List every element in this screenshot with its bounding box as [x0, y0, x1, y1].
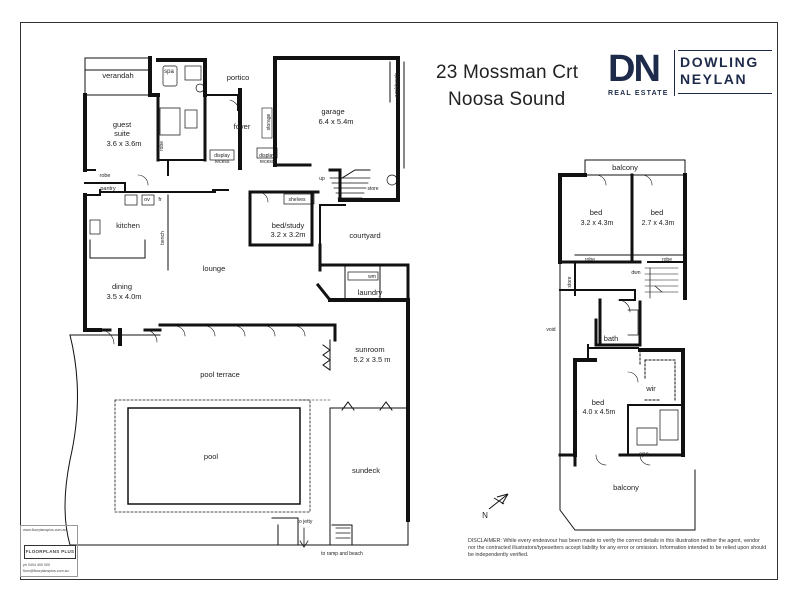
label-guest-size: 3.6 x 3.6m: [106, 139, 141, 148]
north-compass: [488, 493, 509, 510]
label-bed1: bed: [590, 208, 603, 217]
label-lounge: lounge: [203, 264, 226, 273]
dn-logo: DN REAL ESTATE: [608, 48, 670, 97]
brand-rule-bottom: [678, 93, 772, 94]
footer-email: floor@floorplansplus.com.au: [23, 569, 69, 573]
label-pantry: pantry: [100, 186, 116, 192]
address-street: 23 Mossman Crt: [436, 62, 579, 83]
footer-brand-name: FLOORPLANS PLUS: [24, 545, 76, 559]
label-bedstudy-size: 3.2 x 3.2m: [270, 230, 305, 239]
label-display-recess-1: display: [214, 153, 230, 159]
floorplans-plus-logo: www.floorplansplus.com.au FLOORPLANS PLU…: [20, 525, 78, 577]
footer-website: www.floorplansplus.com.au: [23, 528, 67, 532]
label-to-jetty: to jetty: [298, 519, 313, 525]
label-display-recess-2: display: [259, 153, 275, 159]
label-bench: bench: [160, 231, 166, 245]
label-foyer: foyer: [234, 122, 251, 131]
label-dwn: dwn: [631, 270, 640, 276]
label-guest: guest: [113, 120, 132, 129]
upper-floor-plan: [558, 159, 696, 531]
label-robe-hall: robe: [99, 173, 110, 179]
label-robe-guest: robe: [159, 141, 165, 151]
label-courtyard: courtyard: [349, 231, 380, 240]
label-garage-size: 6.4 x 5.4m: [318, 117, 353, 126]
label-void: void: [546, 327, 555, 333]
label-display-recess-2b: recess: [260, 159, 275, 165]
label-spa: spa: [164, 69, 174, 75]
label-wir: wir: [645, 384, 656, 393]
label-portico: portico: [227, 73, 250, 82]
label-bed2-size: 2.7 x 4.3m: [642, 220, 675, 227]
logo-divider: [674, 50, 675, 96]
label-display-recess-1b: recess: [215, 159, 230, 165]
label-sunroom-size: 5.2 x 3.5 m: [353, 355, 390, 364]
label-dining: dining: [112, 282, 132, 291]
ground-floor-labels: verandah spa portico garage 6.4 x 5.4m w…: [99, 69, 400, 557]
brand-rule-top: [678, 50, 772, 51]
label-dining-size: 3.5 x 4.0m: [106, 292, 141, 301]
brand-dowling: DOWLING: [680, 54, 759, 70]
label-workbench: workbench: [394, 73, 400, 97]
sheet-border: [20, 22, 778, 580]
label-ov: ov: [144, 197, 150, 203]
label-store-ground: store: [367, 186, 378, 192]
label-balcony-bottom: balcony: [613, 483, 639, 492]
label-wm: wm: [368, 274, 376, 280]
label-bed3-size: 4.0 x 4.5m: [583, 409, 616, 416]
label-sunroom: sunroom: [355, 345, 384, 354]
dn-tagline: REAL ESTATE: [608, 90, 669, 97]
label-spa-upper: spa: [639, 452, 649, 458]
label-fr: fr: [158, 197, 162, 203]
label-robe-b: robe: [662, 257, 672, 263]
label-up: up: [319, 176, 325, 182]
label-bedstudy: bed/study: [272, 221, 305, 230]
dn-monogram: DN: [608, 48, 661, 90]
label-storage: storage: [266, 113, 272, 130]
label-store-upper: store: [567, 276, 573, 287]
label-garage: garage: [321, 107, 344, 116]
label-kitchen: kitchen: [116, 221, 140, 230]
label-balcony-top: balcony: [612, 163, 638, 172]
label-pool-terrace: pool terrace: [200, 370, 240, 379]
footer-phone: ph 0404 400 000: [23, 563, 50, 567]
label-verandah: verandah: [102, 71, 133, 80]
label-bath: bath: [604, 334, 619, 343]
label-to-ramp: to ramp and beach: [321, 551, 363, 557]
label-shelves: shelves: [289, 197, 306, 203]
ground-floor-plan: [64, 56, 410, 548]
label-bed1-size: 3.2 x 4.3m: [581, 220, 614, 227]
label-bed2: bed: [651, 208, 664, 217]
label-pool: pool: [204, 452, 219, 461]
label-suite: suite: [114, 129, 130, 138]
brand-neylan: NEYLAN: [680, 71, 748, 87]
disclaimer-text: DISCLAIMER: While every endeavour has be…: [468, 538, 767, 559]
upper-floor-labels: balcony bed 3.2 x 4.3m bed 2.7 x 4.3m ro…: [482, 163, 674, 520]
address-suburb: Noosa Sound: [448, 89, 566, 110]
label-robe-a: robe: [585, 257, 595, 263]
label-bed3: bed: [592, 398, 605, 407]
label-laundry: laundry: [358, 288, 383, 297]
compass-north-letter: N: [482, 511, 488, 520]
label-sundeck: sundeck: [352, 466, 380, 475]
